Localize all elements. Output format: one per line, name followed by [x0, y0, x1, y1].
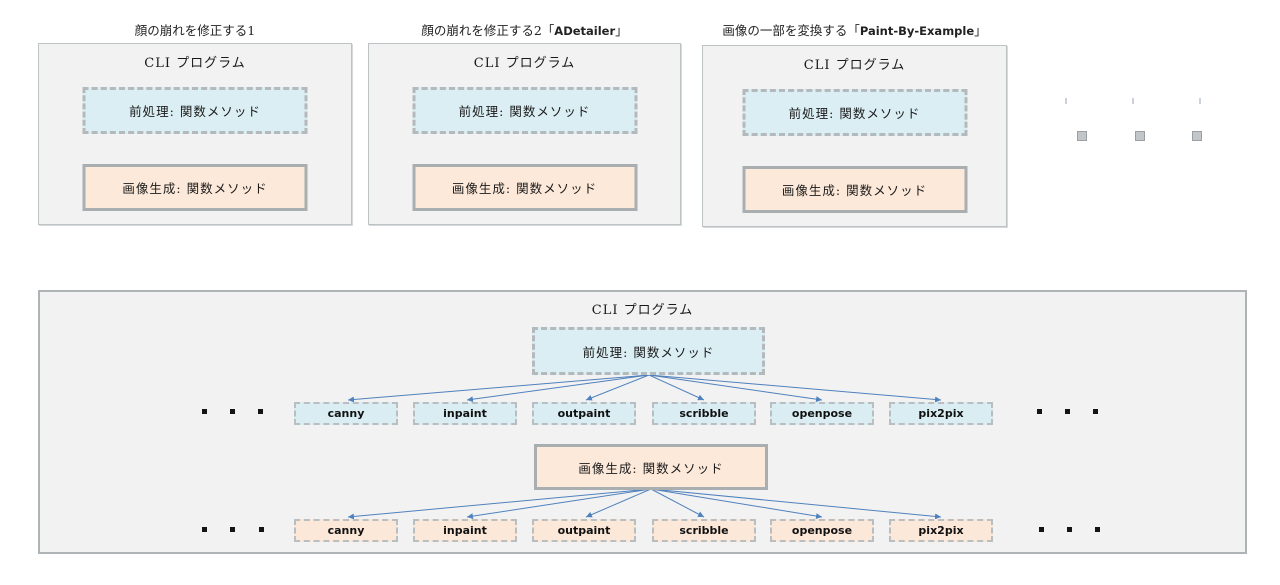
pre-child-outpaint: outpaint — [532, 402, 636, 425]
ellipsis-dots-icon — [1065, 409, 1070, 414]
card2-preprocess-box: 前処理: 関数メソッド — [412, 87, 637, 134]
ghost-card-dash-icon — [1132, 98, 1134, 104]
ellipsis-dots-icon — [258, 409, 263, 414]
ghost-card-square-icon — [1077, 131, 1087, 141]
card2-title: 顔の崩れを修正する2「ADetailer」 — [421, 23, 628, 38]
card1-preprocess-box: 前処理: 関数メソッド — [82, 87, 308, 134]
gen-child-pix2pix: pix2pix — [889, 519, 993, 542]
cli-program-card-1: CLI プログラム 前処理: 関数メソッド 画像生成: 関数メソッド — [38, 43, 352, 225]
ellipsis-dots-icon — [202, 409, 207, 414]
pre-child-scribble: scribble — [652, 402, 756, 425]
ghost-card-dash-icon — [1065, 98, 1067, 104]
card2-title-text: 顔の崩れを修正する2「 — [421, 23, 555, 38]
card1-generate-box: 画像生成: 関数メソッド — [82, 164, 308, 211]
cli-program-card-3: CLI プログラム 前処理: 関数メソッド 画像生成: 関数メソッド — [702, 45, 1007, 227]
ellipsis-dots-icon — [1037, 409, 1042, 414]
card3-title-text: 画像の一部を変換する「 — [722, 23, 860, 38]
card2-title-bold: ADetailer — [554, 24, 616, 38]
card1-cli-label: CLI プログラム — [144, 56, 246, 71]
ghost-card-dash-icon — [1199, 98, 1201, 104]
ellipsis-dots-icon — [230, 409, 235, 414]
main-generate-box: 画像生成: 関数メソッド — [534, 444, 768, 490]
cli-program-card-2: CLI プログラム 前処理: 関数メソッド 画像生成: 関数メソッド — [368, 43, 681, 225]
gen-child-openpose: openpose — [770, 519, 874, 542]
card1-title: 顔の崩れを修正する1 — [38, 20, 352, 38]
card1-title-text: 顔の崩れを修正する1 — [134, 23, 256, 38]
ellipsis-dots-icon — [230, 527, 235, 532]
ellipsis-dots-icon — [1093, 409, 1098, 414]
card3-title: 画像の一部を変換する「Paint-By-Example」 — [722, 23, 987, 38]
main-preprocess-box: 前処理: 関数メソッド — [532, 327, 765, 375]
ellipsis-dots-icon — [1039, 527, 1044, 532]
card3-generate-box: 画像生成: 関数メソッド — [742, 166, 967, 213]
pre-child-openpose: openpose — [770, 402, 874, 425]
ellipsis-dots-icon — [1095, 527, 1100, 532]
card2-generate-box: 画像生成: 関数メソッド — [412, 164, 637, 211]
card3-cli-label: CLI プログラム — [803, 58, 906, 73]
ellipsis-dots-icon — [259, 527, 264, 532]
gen-child-outpaint: outpaint — [532, 519, 636, 542]
main-cli-label: CLI プログラム — [591, 303, 694, 318]
ghost-card-square-icon — [1135, 131, 1145, 141]
ellipsis-dots-icon — [202, 527, 207, 532]
gen-child-inpaint: inpaint — [413, 519, 517, 542]
pre-child-canny: canny — [294, 402, 398, 425]
gen-child-canny: canny — [294, 519, 398, 542]
gen-child-scribble: scribble — [652, 519, 756, 542]
card3-title-bold: Paint-By-Example — [859, 24, 975, 38]
ellipsis-dots-icon — [1067, 527, 1072, 532]
ghost-card-square-icon — [1192, 131, 1202, 141]
cli-program-main-card: CLI プログラム 前処理: — [38, 290, 1247, 554]
card2-cli-label: CLI プログラム — [473, 56, 576, 71]
pre-child-pix2pix: pix2pix — [889, 402, 993, 425]
pre-child-inpaint: inpaint — [413, 402, 517, 425]
card3-preprocess-box: 前処理: 関数メソッド — [742, 89, 967, 136]
